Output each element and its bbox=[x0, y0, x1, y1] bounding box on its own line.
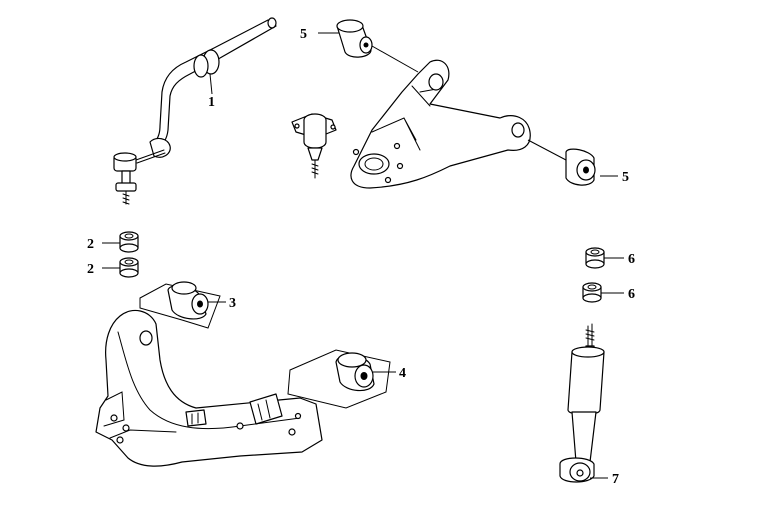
shock-bushing-a: 6 bbox=[585, 247, 635, 269]
callout-label-5b: 5 bbox=[622, 170, 629, 185]
shock-bushing-b: 6 bbox=[582, 282, 635, 303]
stabilizer-link bbox=[113, 152, 137, 205]
ball-joint bbox=[291, 113, 337, 179]
stabilizer-bar bbox=[135, 17, 277, 164]
callout-label-1: 1 bbox=[208, 95, 215, 110]
callout-1: 1 bbox=[208, 73, 215, 110]
shock-absorber: 7 bbox=[559, 323, 619, 487]
upper-control-arm bbox=[350, 59, 531, 189]
callout-label-6a: 6 bbox=[628, 252, 635, 267]
callout-label-5a: 5 bbox=[300, 27, 307, 42]
lower-control-arm bbox=[95, 309, 323, 467]
callout-label-6b: 6 bbox=[628, 287, 635, 302]
lower-arm-front-bushing: 3 bbox=[139, 281, 236, 329]
callout-label-2b: 2 bbox=[87, 262, 94, 277]
lower-arm-rear-bushing: 4 bbox=[287, 349, 406, 409]
callout-label-4: 4 bbox=[399, 366, 406, 381]
upper-arm-bushing-b: 5 bbox=[527, 139, 629, 186]
callout-label-3: 3 bbox=[229, 296, 236, 311]
stabilizer-bushing-a: 2 bbox=[87, 231, 139, 253]
callout-label-7: 7 bbox=[612, 472, 619, 487]
upper-arm-bushing-a: 5 bbox=[300, 19, 419, 73]
stabilizer-bushing-b: 2 bbox=[87, 257, 139, 278]
callout-label-2a: 2 bbox=[87, 237, 94, 252]
